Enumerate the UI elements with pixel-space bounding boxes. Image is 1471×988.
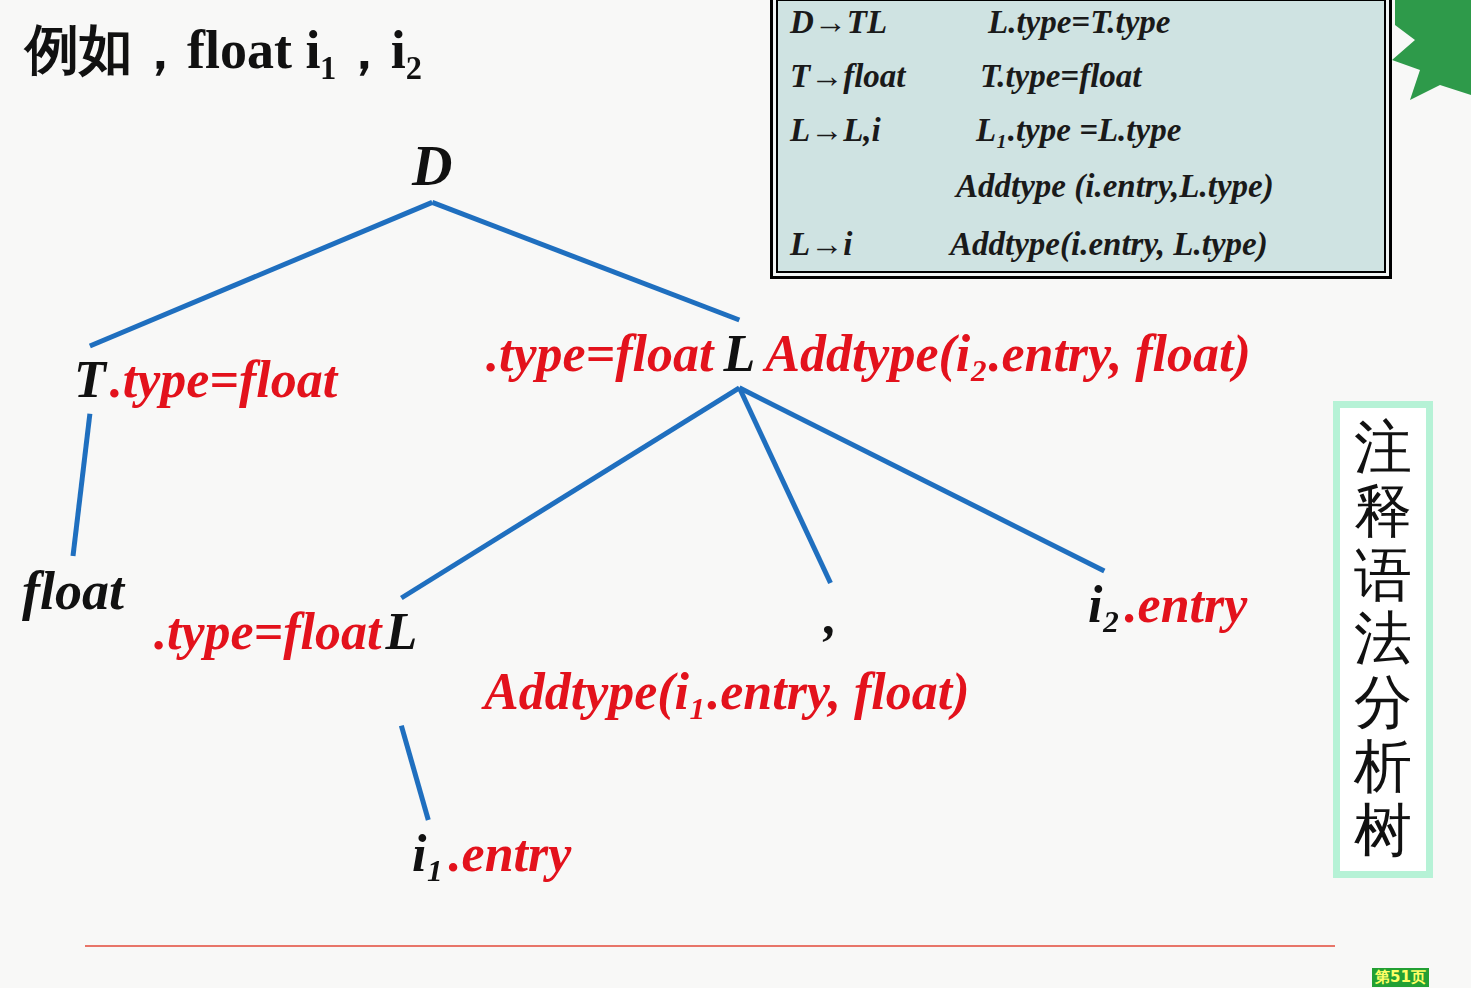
- grammar-symbol: D: [412, 134, 452, 198]
- table-cell: Addtype(i.entry, L.type): [950, 226, 1268, 263]
- parse-tree-node: T.type=float: [72, 348, 339, 412]
- table-cell: L→i: [790, 226, 852, 263]
- parse-tree-node: i₁.entry: [410, 822, 573, 886]
- grammar-symbol: ,: [824, 587, 837, 647]
- parse-tree-node: float: [20, 558, 126, 624]
- rule-table: [777, 0, 1385, 272]
- tree-branch: [73, 414, 90, 556]
- parse-tree-node: D: [410, 132, 454, 200]
- grammar-symbol: i₂: [1088, 575, 1121, 635]
- grammar-symbol: i₁: [412, 824, 445, 884]
- grammar-symbol: L: [723, 324, 755, 384]
- tree-branch: [739, 388, 830, 583]
- page-number: 第51页: [1372, 968, 1429, 987]
- parse-tree-node: ,: [822, 585, 839, 649]
- attribute-annotation: .type=float: [486, 324, 713, 384]
- table-cell: Addtype (i.entry,L.type): [956, 168, 1274, 205]
- table-cell: T→float: [790, 58, 905, 95]
- attribute-annotation: .type=float: [110, 350, 337, 410]
- parse-tree-node: .type=floatL Addtype(i₁.entry, float): [152, 600, 972, 724]
- table-cell: L.type=T.type: [988, 4, 1171, 41]
- footer-rule: [85, 945, 1335, 947]
- table-border-gap: [773, 0, 1389, 276]
- table-cell: T.type=float: [980, 58, 1141, 95]
- parse-tree-node: .type=floatLAddtype(i₂.entry, float): [484, 322, 1253, 386]
- tree-branch: [432, 202, 739, 320]
- slide-title: 例如，float i₁，i₂: [25, 14, 422, 87]
- table-cell: L₁.type =L.type: [976, 112, 1181, 149]
- tree-branch: [90, 202, 432, 346]
- grammar-symbol: L: [385, 602, 417, 662]
- attribute-annotation: .entry: [449, 824, 572, 884]
- attribute-annotation: Addtype(i₁.entry, float): [484, 662, 970, 722]
- table-cell: L→L,i: [790, 112, 881, 149]
- attribute-annotation: Addtype(i₂.entry, float): [765, 324, 1251, 384]
- vertical-title: 注释语法分析树: [1354, 416, 1412, 863]
- table-border: [770, 0, 1392, 279]
- tree-ornament: [1392, 0, 1471, 100]
- tree-branch: [401, 726, 428, 820]
- grammar-symbol: float: [22, 560, 124, 622]
- grammar-symbol: T: [74, 350, 106, 410]
- tree-branch: [401, 388, 739, 598]
- attribute-annotation: .entry: [1125, 575, 1248, 635]
- title-box: 注释语法分析树: [1333, 401, 1433, 878]
- table-cell: D→TL: [790, 4, 887, 41]
- tree-branch: [739, 388, 1104, 571]
- parse-tree-node: i₂.entry: [1086, 573, 1249, 637]
- attribute-annotation: .type=float: [154, 602, 381, 662]
